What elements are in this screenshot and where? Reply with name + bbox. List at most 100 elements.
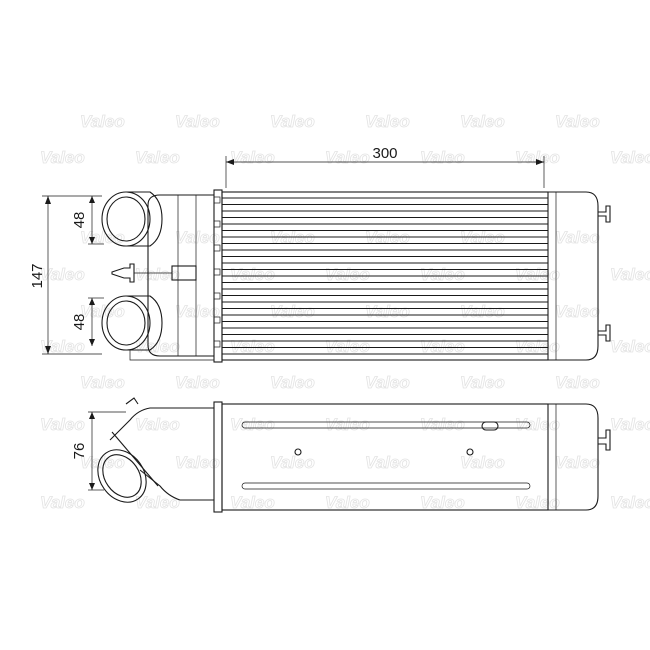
left-tank — [147, 194, 214, 357]
valeo-watermark: Valeo — [515, 265, 560, 284]
plate-clip — [213, 340, 221, 348]
valeo-watermark: Valeo — [555, 373, 600, 392]
mount-pin-lower — [598, 324, 611, 342]
valeo-watermark: Valeo — [40, 265, 85, 284]
valeo-watermark: Valeo — [420, 265, 465, 284]
dimension-lines — [42, 156, 545, 491]
side-slot — [241, 421, 531, 429]
valeo-watermark: Valeo — [610, 337, 650, 356]
sensor-nozzle — [111, 263, 135, 283]
valeo-watermark: Valeo — [230, 337, 275, 356]
valeo-watermark: Valeo — [80, 112, 125, 131]
side-right-tank — [548, 403, 599, 511]
plate-clip — [213, 292, 221, 300]
side-hole-2 — [466, 448, 474, 456]
mount-pin-upper — [598, 205, 611, 223]
valeo-watermark: Valeo — [270, 453, 315, 472]
valeo-watermark: Valeo — [135, 337, 180, 356]
side-pipe-inner — [102, 454, 142, 498]
pipe-bottom-inner — [106, 300, 146, 346]
valeo-watermark: Valeo — [515, 337, 560, 356]
side-oval-hole — [481, 421, 499, 431]
valeo-watermark: Valeo — [515, 493, 560, 512]
valeo-watermark: Valeo — [270, 373, 315, 392]
pipe-bottom-outer — [101, 295, 151, 351]
plate-clip — [213, 316, 221, 324]
right-tank — [548, 191, 599, 361]
plate-clip — [213, 244, 221, 252]
side-pipe-wall — [111, 431, 159, 487]
valeo-watermark: Valeo — [325, 265, 370, 284]
valeo-watermark: Valeo — [325, 493, 370, 512]
valeo-watermark: Valeo — [135, 148, 180, 167]
valeo-watermark: Valeo — [40, 415, 85, 434]
valeo-watermark: Valeo — [175, 112, 220, 131]
valeo-watermark: Valeo — [40, 148, 85, 167]
valeo-watermark: Valeo — [555, 453, 600, 472]
valeo-watermark: Valeo — [460, 228, 505, 247]
dimension-side-depth-label: 76 — [71, 443, 88, 460]
valeo-watermark: Valeo — [365, 453, 410, 472]
valeo-watermark: Valeo — [365, 228, 410, 247]
dimension-pipe-top-label: 48 — [71, 212, 88, 229]
valeo-watermark: Valeo — [515, 415, 560, 434]
pipe-top-inner — [106, 196, 146, 242]
valeo-watermark: Valeo — [325, 337, 370, 356]
valeo-watermark: Valeo — [270, 112, 315, 131]
pipe-top-body — [126, 191, 163, 247]
valeo-watermark: Valeo — [135, 415, 180, 434]
side-slots — [241, 421, 531, 490]
valeo-watermark: Valeo — [175, 228, 220, 247]
valeo-watermark: Valeo — [270, 228, 315, 247]
valeo-watermark: Valeo — [175, 373, 220, 392]
valeo-watermark: Valeo — [420, 493, 465, 512]
valeo-watermark: Valeo — [555, 228, 600, 247]
core-fins — [222, 197, 548, 355]
plate-clip — [213, 196, 221, 204]
valeo-watermark: Valeo — [365, 302, 410, 321]
plate-clip — [213, 268, 221, 276]
front-view — [101, 189, 611, 363]
valeo-watermark: Valeo — [230, 265, 275, 284]
valeo-watermark: Valeo — [40, 337, 85, 356]
valeo-watermark: Valeo — [420, 148, 465, 167]
dimension-pipe-bottom-label: 48 — [71, 314, 88, 331]
valeo-watermark: Valeo — [230, 148, 275, 167]
side-bracket — [125, 397, 139, 405]
valeo-watermark: Valeo — [365, 112, 410, 131]
dimension-height-label: 147 — [29, 263, 46, 288]
valeo-watermark: Valeo — [135, 265, 180, 284]
left-side-plate — [213, 189, 223, 363]
valeo-watermark: Valeo — [325, 415, 370, 434]
side-mount-pin — [598, 429, 611, 451]
valeo-watermark: Valeo — [420, 337, 465, 356]
side-view — [97, 397, 611, 513]
valeo-watermark: Valeo — [135, 493, 180, 512]
left-tank-base — [129, 350, 214, 361]
valeo-watermark: Valeo — [40, 493, 85, 512]
valeo-watermark: Valeo — [460, 302, 505, 321]
valeo-watermark: Valeo — [610, 493, 650, 512]
valeo-watermark: Valeo — [515, 148, 560, 167]
plate-clip — [213, 220, 221, 228]
side-tank-lower — [139, 469, 214, 501]
valeo-watermark: Valeo — [230, 493, 275, 512]
valeo-watermark: Valeo — [610, 148, 650, 167]
valeo-watermark: Valeo — [610, 265, 650, 284]
plate-clips — [213, 196, 221, 348]
side-hole-1 — [294, 448, 302, 456]
valeo-watermark: Valeo — [175, 302, 220, 321]
valeo-watermark: Valeo — [460, 373, 505, 392]
side-left-plate — [213, 401, 223, 513]
valeo-watermark: Valeo — [80, 453, 125, 472]
valeo-watermark: Valeo — [460, 112, 505, 131]
side-pipe-end — [97, 449, 147, 503]
left-tank-ribs — [177, 195, 197, 356]
valeo-watermark: Valeo — [610, 415, 650, 434]
valeo-watermark: Valeo — [365, 373, 410, 392]
valeo-watermark: Valeo — [460, 453, 505, 472]
valeo-watermark: Valeo — [270, 302, 315, 321]
valeo-watermark: Valeo — [325, 148, 370, 167]
valeo-watermark: Valeo — [555, 302, 600, 321]
